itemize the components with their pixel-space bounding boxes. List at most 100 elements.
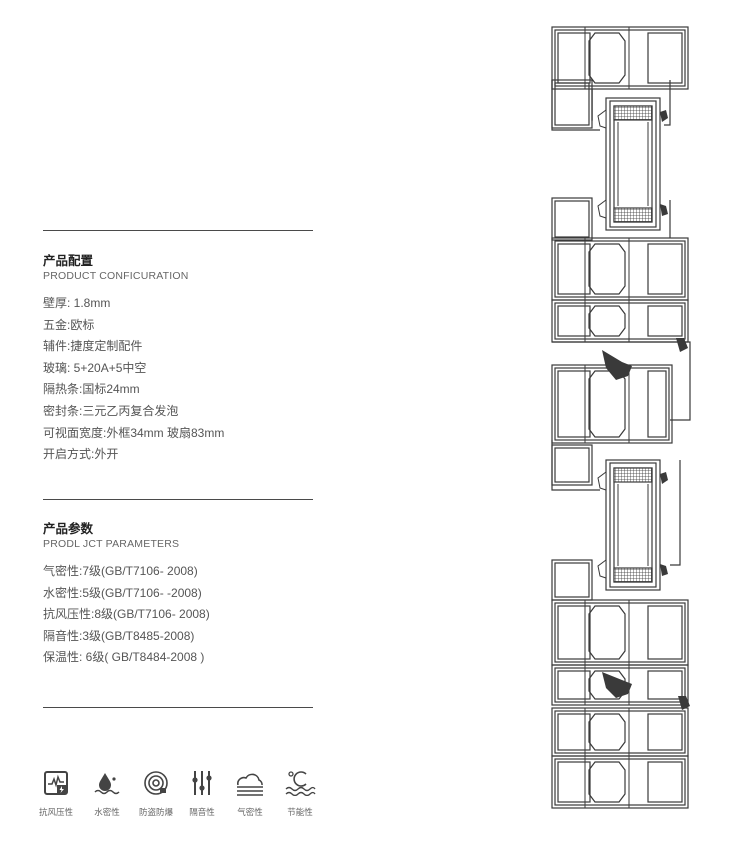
profile-line (613, 467, 653, 583)
configuration-title: 产品配置 (43, 254, 94, 268)
configuration-section: 产品配置 PRODUCT CONFICURATION 壁厚: 1.8mm 五金:… (43, 253, 224, 466)
parameters-section: 产品参数 PRODL JCT PARAMETERS 气密性:7级(GB/T710… (43, 521, 210, 669)
thermal-break (588, 605, 626, 660)
divider (43, 707, 313, 708)
feature-label: 隔音性 (189, 807, 215, 817)
thermal-break (588, 243, 626, 295)
profile-line (647, 243, 683, 295)
config-item: 可视面宽度:外框34mm 玻扇83mm (43, 425, 225, 440)
profile-line (647, 370, 667, 438)
sound-insulation-icon (192, 771, 212, 795)
air-tightness-icon (237, 773, 263, 796)
profile-line (557, 370, 591, 438)
energy-saving-icon (285, 771, 316, 796)
profile-line (551, 755, 689, 809)
profile-line (554, 29, 686, 87)
profile-line (613, 105, 653, 121)
profile-line (647, 305, 683, 337)
profile-line (557, 670, 591, 700)
water-tightness-icon (94, 773, 120, 795)
profile-line (552, 341, 691, 421)
thermal-break (588, 370, 626, 438)
param-item: 隔音性:3级(GB/T8485-2008) (43, 628, 195, 643)
feature-energy-saving: 节能性 (275, 770, 325, 818)
config-item: 壁厚: 1.8mm (43, 296, 111, 310)
profile-line (551, 197, 593, 241)
param-item: 保温性: 6级( GB/T8484-2008 ) (43, 650, 205, 665)
profile-line (609, 462, 657, 588)
profile-line (647, 713, 683, 751)
feature-label: 抗风压性 (38, 807, 73, 817)
profile-line (557, 243, 591, 295)
feature-wind-pressure: 抗风压性 (31, 770, 81, 818)
profile-line (605, 97, 661, 231)
parameters-title: 产品参数 (43, 522, 94, 536)
thermal-break (588, 305, 626, 337)
param-item: 气密性:7级(GB/T7106- 2008) (43, 564, 198, 578)
profile-line (647, 32, 683, 84)
thermal-break (588, 761, 626, 803)
profile-line (557, 761, 591, 803)
profile-line (647, 605, 683, 660)
profile-line (554, 82, 590, 126)
thermal-break (588, 670, 626, 700)
profile-line (554, 367, 670, 441)
gasket (660, 564, 668, 576)
gasket (660, 472, 668, 484)
feature-label: 防盗防爆 (138, 807, 173, 817)
feature-anti-theft: 防盗防爆 (131, 770, 181, 818)
profile-line (554, 200, 590, 238)
config-item: 开启方式:外开 (43, 447, 119, 462)
profile-line (551, 80, 671, 131)
profile-line (551, 664, 689, 706)
gasket (676, 338, 688, 352)
divider (43, 230, 313, 231)
gasket (660, 110, 668, 122)
profile-line (554, 758, 686, 806)
profile-line (557, 605, 591, 660)
feature-air-tightness: 气密性 (225, 770, 275, 818)
gasket (597, 559, 607, 579)
divider (43, 499, 313, 500)
profile-line (554, 447, 590, 483)
param-item: 抗风压性:8级(GB/T7106- 2008) (43, 607, 210, 622)
gasket (678, 696, 690, 710)
feature-label: 气密性 (237, 807, 263, 817)
profile-line (613, 467, 653, 483)
profile-line (551, 79, 593, 129)
profile-line (554, 240, 686, 298)
profile-line (554, 562, 590, 598)
profile-line (554, 602, 686, 663)
profile-line (551, 444, 593, 486)
profile-line (551, 364, 673, 444)
param-item: 水密性:5级(GB/T7106- -2008) (43, 585, 202, 600)
gasket (660, 204, 668, 216)
gasket (602, 672, 632, 698)
profile-line (551, 559, 593, 601)
profile-line (613, 567, 653, 583)
profile-line (609, 100, 657, 228)
gasket (597, 199, 607, 219)
feature-water-tightness: 水密性 (82, 770, 132, 818)
thermal-break (588, 713, 626, 751)
profile-line (670, 460, 681, 566)
config-item: 玻璃: 5+20A+5中空 (43, 360, 147, 375)
profile-line (554, 302, 686, 340)
profile-line (557, 305, 591, 337)
profile-line (551, 440, 600, 491)
feature-sound-insulation: 隔音性 (177, 770, 227, 818)
feature-label: 节能性 (287, 807, 313, 817)
config-item: 密封条:三元乙丙复合发泡 (43, 403, 179, 418)
profile-line (605, 459, 661, 591)
gasket (597, 471, 607, 491)
profile-line (613, 207, 653, 223)
anti-theft-icon (144, 771, 168, 795)
parameters-subtitle: PRODL JCT PARAMETERS (43, 538, 180, 550)
config-item: 五金:欧标 (43, 317, 95, 332)
thermal-break (588, 32, 626, 84)
gasket (597, 109, 607, 129)
profile-line (554, 667, 686, 703)
profile-line (647, 670, 683, 700)
window-profile-cross-section (551, 26, 691, 809)
